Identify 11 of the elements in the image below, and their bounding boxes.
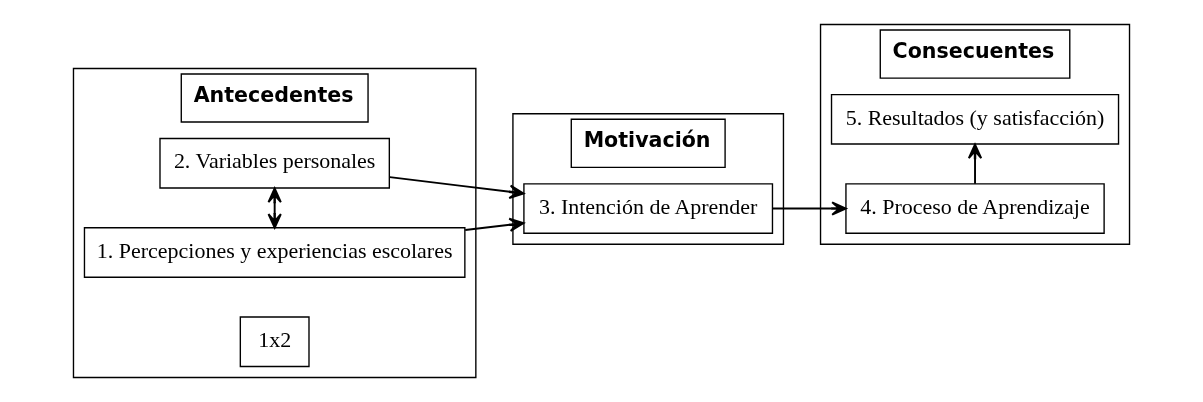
node-box: 1. Percepciones y experiencias escolares — [83, 227, 466, 278]
node-box: 1x2 — [239, 316, 310, 368]
arrow — [464, 217, 525, 232]
node-box: 3. Intención de Aprender — [523, 183, 774, 234]
node-box: 5. Resultados (y satisfacción) — [830, 93, 1120, 145]
arrow — [388, 176, 525, 199]
node-box: 2. Variables personales — [159, 137, 390, 189]
arrow — [967, 143, 983, 185]
arrow — [267, 187, 282, 229]
node-box: 4. Proceso de Aprendizaje — [845, 183, 1105, 234]
arrow — [771, 201, 847, 216]
